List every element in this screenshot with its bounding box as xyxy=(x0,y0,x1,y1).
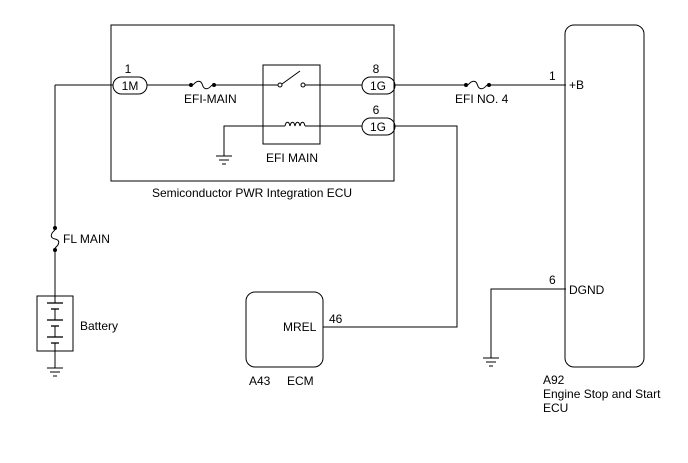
efi-main-fuse xyxy=(189,80,216,90)
fl-main-fuse xyxy=(50,226,60,252)
ecm-name: ECM xyxy=(287,374,314,388)
fl-main-label: FL MAIN xyxy=(63,232,110,246)
ecm-terminal-number: 46 xyxy=(329,312,343,326)
relay-switch-icon xyxy=(277,70,362,88)
coil-ground-icon xyxy=(216,155,232,165)
relay-coil-icon xyxy=(280,121,362,127)
efi-main-relay-box xyxy=(262,64,321,145)
a92-code: A92 xyxy=(543,373,565,387)
ecm-terminal-label: MREL xyxy=(283,320,317,334)
a92-name-line2: ECU xyxy=(543,401,568,415)
ecm-code: A43 xyxy=(249,374,271,388)
wire-coil-ground xyxy=(223,125,280,156)
connector-1g-bottom-id: 1G xyxy=(370,120,386,134)
semiconductor-ecu-box xyxy=(110,24,395,182)
connector-1g-bottom-pin: 6 xyxy=(373,103,380,117)
battery-symbol xyxy=(36,295,74,368)
connector-1m-id: 1M xyxy=(122,79,139,93)
a92-ecu-box xyxy=(564,24,645,368)
a92-terminal-dgnd-pin: 6 xyxy=(549,273,556,287)
semiconductor-ecu-label: Semiconductor PWR Integration ECU xyxy=(152,186,352,200)
connector-1m-pin: 1 xyxy=(125,62,132,76)
efi-no4-fuse-label: EFI NO. 4 xyxy=(455,92,509,106)
efi-no4-fuse xyxy=(464,80,491,90)
a92-name-line1: Engine Stop and Start xyxy=(543,387,661,401)
a92-terminal-b-pin: 1 xyxy=(549,69,556,83)
battery-label: Battery xyxy=(80,319,118,333)
dgnd-ground-icon xyxy=(483,357,499,367)
connector-1g-top-id: 1G xyxy=(370,79,386,93)
connector-1g-top-pin: 8 xyxy=(373,62,380,76)
wire-dgnd-ground xyxy=(490,288,566,358)
a92-terminal-dgnd-label: DGND xyxy=(569,283,605,297)
a92-terminal-b-label: +B xyxy=(569,78,584,92)
wire-1g-to-ecm-mrel xyxy=(323,125,458,328)
efi-main-fuse-label: EFI-MAIN xyxy=(184,92,237,106)
ecm-box xyxy=(245,291,324,368)
battery-ground-icon xyxy=(47,367,63,377)
efi-main-relay-label: EFI MAIN xyxy=(266,151,318,165)
wire-battery-to-1m xyxy=(54,84,113,296)
